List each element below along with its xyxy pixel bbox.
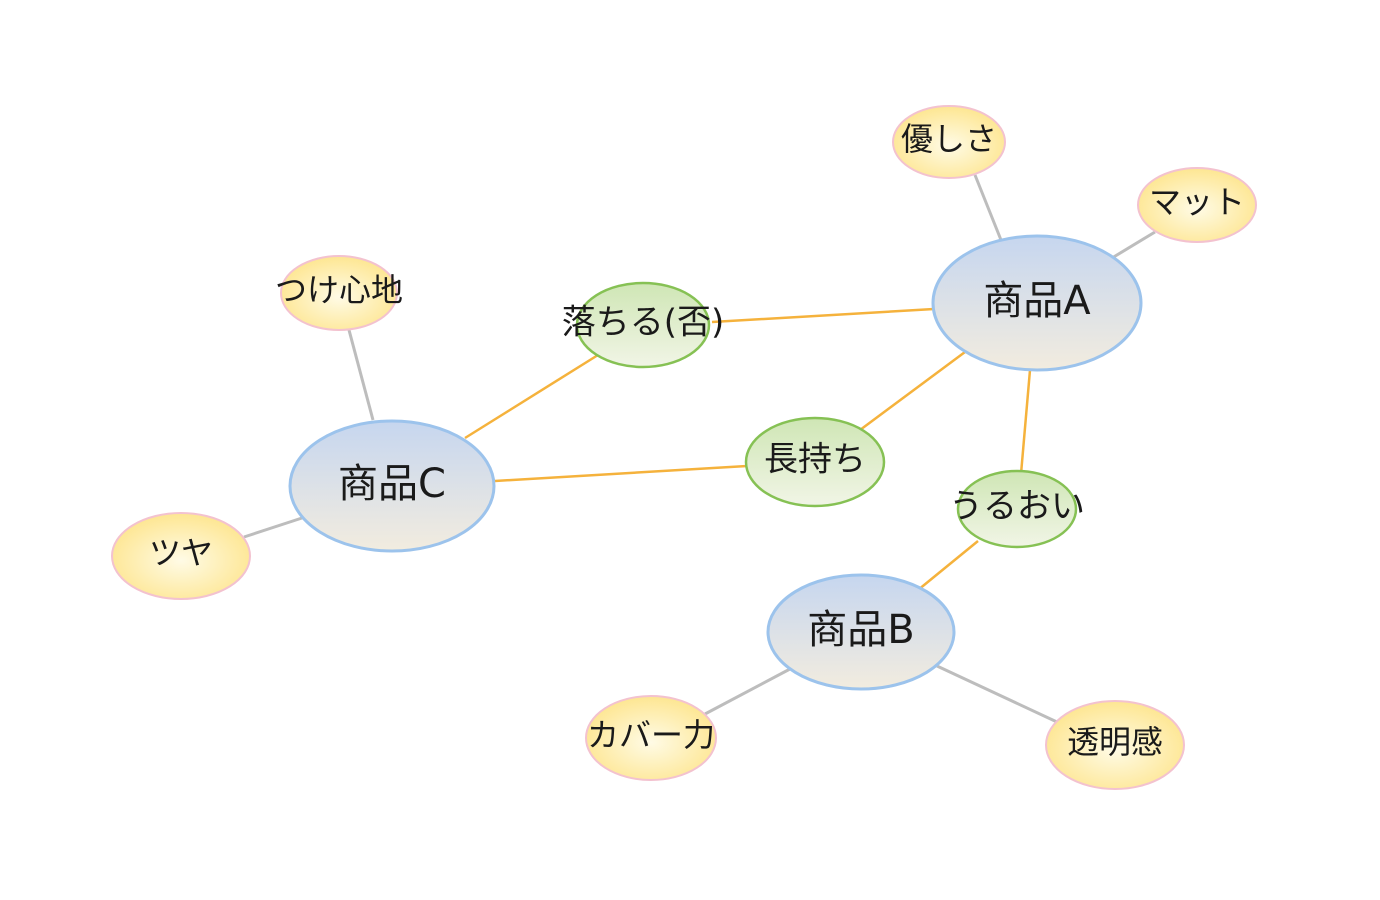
attr-node-kabaryoku-label: カバー力 [587,716,715,754]
edge-product-b-uruoi [917,540,979,591]
product-node-c: 商品C [288,419,496,553]
edge-product-c-tsuya [243,516,303,539]
attr-node-tsukegokochi: つけ心地 [275,255,403,331]
shared-node-uruoi: うるおい [949,469,1085,549]
edge-product-a-nagamochi [859,350,966,432]
attr-node-yasashisa-shape [892,105,1006,179]
edge-product-a-matto [1111,230,1156,260]
shared-node-uruoi-shape [956,469,1078,549]
edge-product-b-kabaryoku [704,667,791,716]
product-node-b: 商品B [766,573,956,691]
shared-node-ochiru-shape [575,281,711,369]
product-node-c-shape [288,419,496,553]
shared-node-nagamochi-shape [744,416,886,508]
attr-node-matto-label: マット [1149,183,1245,221]
shared-node-ochiru-label: 落ちる(否) [562,303,725,343]
product-node-a-label: 商品A [983,278,1091,324]
attr-node-toumeikan-shape [1045,700,1185,790]
shared-node-ochiru: 落ちる(否) [562,281,725,369]
attr-node-toumeikan: 透明感 [1045,700,1185,790]
product-node-b-shape [766,573,956,691]
edge-product-c-tsukegokochi [347,329,375,421]
attr-node-tsuya-label: ツヤ [149,534,213,572]
attr-node-kabaryoku-shape [585,695,717,781]
edges [243,174,1156,724]
product-node-c-label: 商品C [338,461,446,507]
shared-node-nagamochi: 長持ち [744,416,886,508]
product-node-a-shape [931,234,1143,372]
product-node-a: 商品A [931,234,1143,372]
edge-product-a-uruoi [1019,369,1032,475]
edge-product-a-ochiru [711,307,935,324]
attr-node-tsuya: ツヤ [111,512,251,600]
attr-node-toumeikan-label: 透明感 [1067,723,1163,761]
attr-node-matto-shape [1137,167,1257,243]
attr-node-tsukegokochi-label: つけ心地 [275,271,403,309]
shared-node-uruoi-label: うるおい [949,487,1085,527]
shared-node-nagamochi-label: 長持ち [764,440,866,480]
edge-product-c-nagamochi [494,464,748,483]
attr-node-matto: マット [1137,167,1257,243]
attr-node-tsukegokochi-shape [280,255,398,331]
attr-node-tsuya-shape [111,512,251,600]
edge-product-a-yasashisa [973,174,1003,241]
product-node-b-label: 商品B [807,607,914,653]
attr-node-yasashisa-label: 優しさ [901,120,997,158]
edge-product-b-toumeikan [936,664,1058,724]
edge-product-c-ochiru [464,353,599,440]
attr-node-yasashisa: 優しさ [892,105,1006,179]
attr-node-kabaryoku: カバー力 [585,695,717,781]
